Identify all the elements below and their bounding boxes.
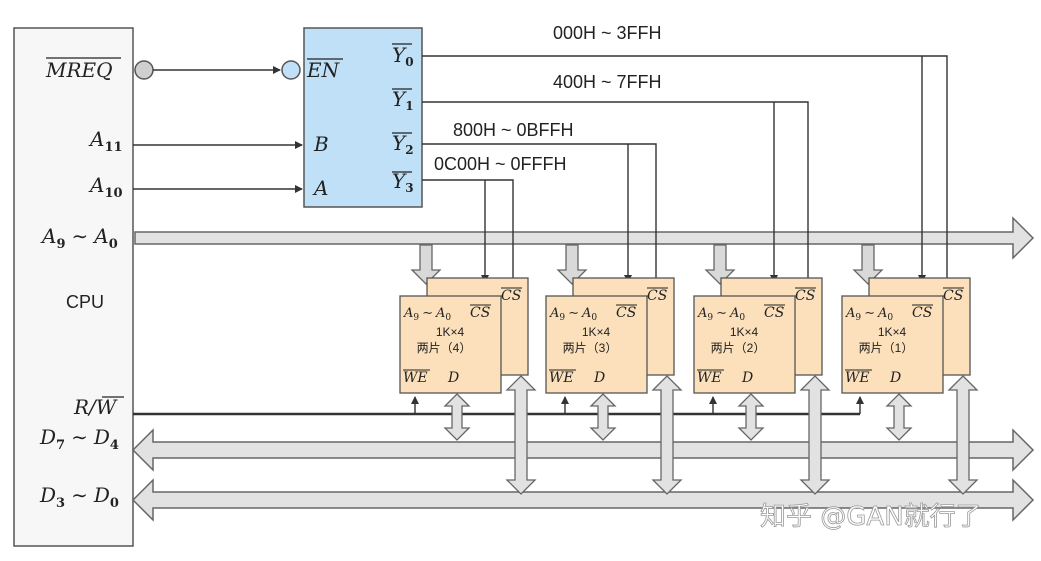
data-bus-d3-d0 <box>131 478 1035 522</box>
y2-select-line <box>422 143 660 288</box>
chip-size-label: 1K×4 <box>878 325 907 339</box>
cpu-block <box>13 27 134 547</box>
a9-a0-label: A9∼A0 <box>40 224 118 252</box>
chip-address-label: A9∼A0 <box>697 306 745 323</box>
address-bus-a9-a0 <box>134 216 1035 260</box>
y0-select-line <box>422 55 951 288</box>
data-bus-d7-d4 <box>131 428 1035 472</box>
a11-label: A11 <box>88 127 123 155</box>
y1-select-line <box>422 101 812 288</box>
memory-chip-group-2: CS A9∼A0 CS 1K×4 两片（2） WE D <box>693 244 831 495</box>
rw-control-line <box>133 396 864 416</box>
memory-chip-front <box>693 295 796 394</box>
we-label: WE <box>403 370 428 386</box>
chip-size-label: 1K×4 <box>582 325 611 339</box>
d3-d0-label: D3∼D0 <box>39 483 119 511</box>
mreq-inversion-bubble <box>134 60 154 80</box>
y3-address-range: 0C00H ~ 0FFFH <box>434 154 567 174</box>
front-cs-label: CS <box>470 305 490 321</box>
memory-chip-front <box>545 295 648 394</box>
rw-label: R/W <box>73 395 118 419</box>
memory-chip-group-3: CS A9∼A0 CS 1K×4 两片（3） WE D <box>545 244 683 495</box>
mreq-label: MREQ <box>45 58 113 82</box>
b-input-label: B <box>313 132 329 156</box>
watermark: 知乎 @GAN就行了 <box>760 502 982 532</box>
front-data-link <box>737 393 765 441</box>
a10-label: A10 <box>88 173 123 201</box>
address-tap-arrow <box>704 244 736 285</box>
address-tap-arrow <box>410 244 442 285</box>
front-cs-label: CS <box>912 305 932 321</box>
chip-size-label: 1K×4 <box>730 325 759 339</box>
we-label: WE <box>697 370 722 386</box>
memory-chip-front <box>841 295 944 394</box>
front-data-link <box>443 393 471 441</box>
chip-count-label: 两片（3） <box>563 341 618 355</box>
data-pin-label: D <box>593 370 605 386</box>
d7-d4-label: D7∼D4 <box>39 425 119 453</box>
memory-chip-group-1: CS A9∼A0 CS 1K×4 两片（1） WE D <box>841 244 979 495</box>
a-input-label: A <box>312 176 328 200</box>
decoder-block <box>303 27 423 208</box>
chip-size-label: 1K×4 <box>436 325 465 339</box>
back-cs-label: CS <box>795 288 815 304</box>
back-data-link <box>947 375 979 495</box>
y3-select-line <box>422 179 517 288</box>
data-pin-label: D <box>889 370 901 386</box>
chip-address-label: A9∼A0 <box>549 306 597 323</box>
memory-chip-layer: CS A9∼A0 CS 1K×4 两片（4） WE D CS A9∼A0 CS 1K×4 两片（3） W… <box>399 244 979 495</box>
front-data-link <box>589 393 617 441</box>
y1-address-range: 400H ~ 7FFH <box>553 72 662 92</box>
we-label: WE <box>549 370 574 386</box>
back-data-link <box>505 375 537 495</box>
address-tap-arrow <box>556 244 588 285</box>
y1-output-label: Y1 <box>392 87 414 113</box>
memory-chip-group-4: CS A9∼A0 CS 1K×4 两片（4） WE D <box>399 244 537 495</box>
back-data-link <box>799 375 831 495</box>
chip-count-label: 两片（4） <box>417 341 472 355</box>
chip-count-label: 两片（2） <box>711 341 766 355</box>
front-cs-label: CS <box>764 305 784 321</box>
chip-address-label: A9∼A0 <box>403 306 451 323</box>
back-cs-label: CS <box>943 288 963 304</box>
back-data-link <box>651 375 683 495</box>
y3-output-label: Y3 <box>392 169 414 195</box>
front-cs-label: CS <box>616 305 636 321</box>
memory-chip-front <box>399 295 502 394</box>
back-cs-label: CS <box>647 288 667 304</box>
y2-output-label: Y2 <box>392 131 414 157</box>
address-tap-arrow <box>852 244 884 285</box>
y0-output-label: Y0 <box>392 43 414 69</box>
chip-address-label: A9∼A0 <box>845 306 893 323</box>
chip-count-label: 两片（1） <box>859 341 914 355</box>
we-label: WE <box>845 370 870 386</box>
front-data-link <box>885 393 913 441</box>
back-cs-label: CS <box>501 288 521 304</box>
cpu-label: CPU <box>66 292 104 312</box>
y0-address-range: 000H ~ 3FFH <box>553 23 662 43</box>
data-pin-label: D <box>741 370 753 386</box>
en-inversion-bubble <box>281 60 301 80</box>
data-pin-label: D <box>447 370 459 386</box>
y2-address-range: 800H ~ 0BFFH <box>453 120 574 140</box>
en-label: EN <box>306 58 341 82</box>
